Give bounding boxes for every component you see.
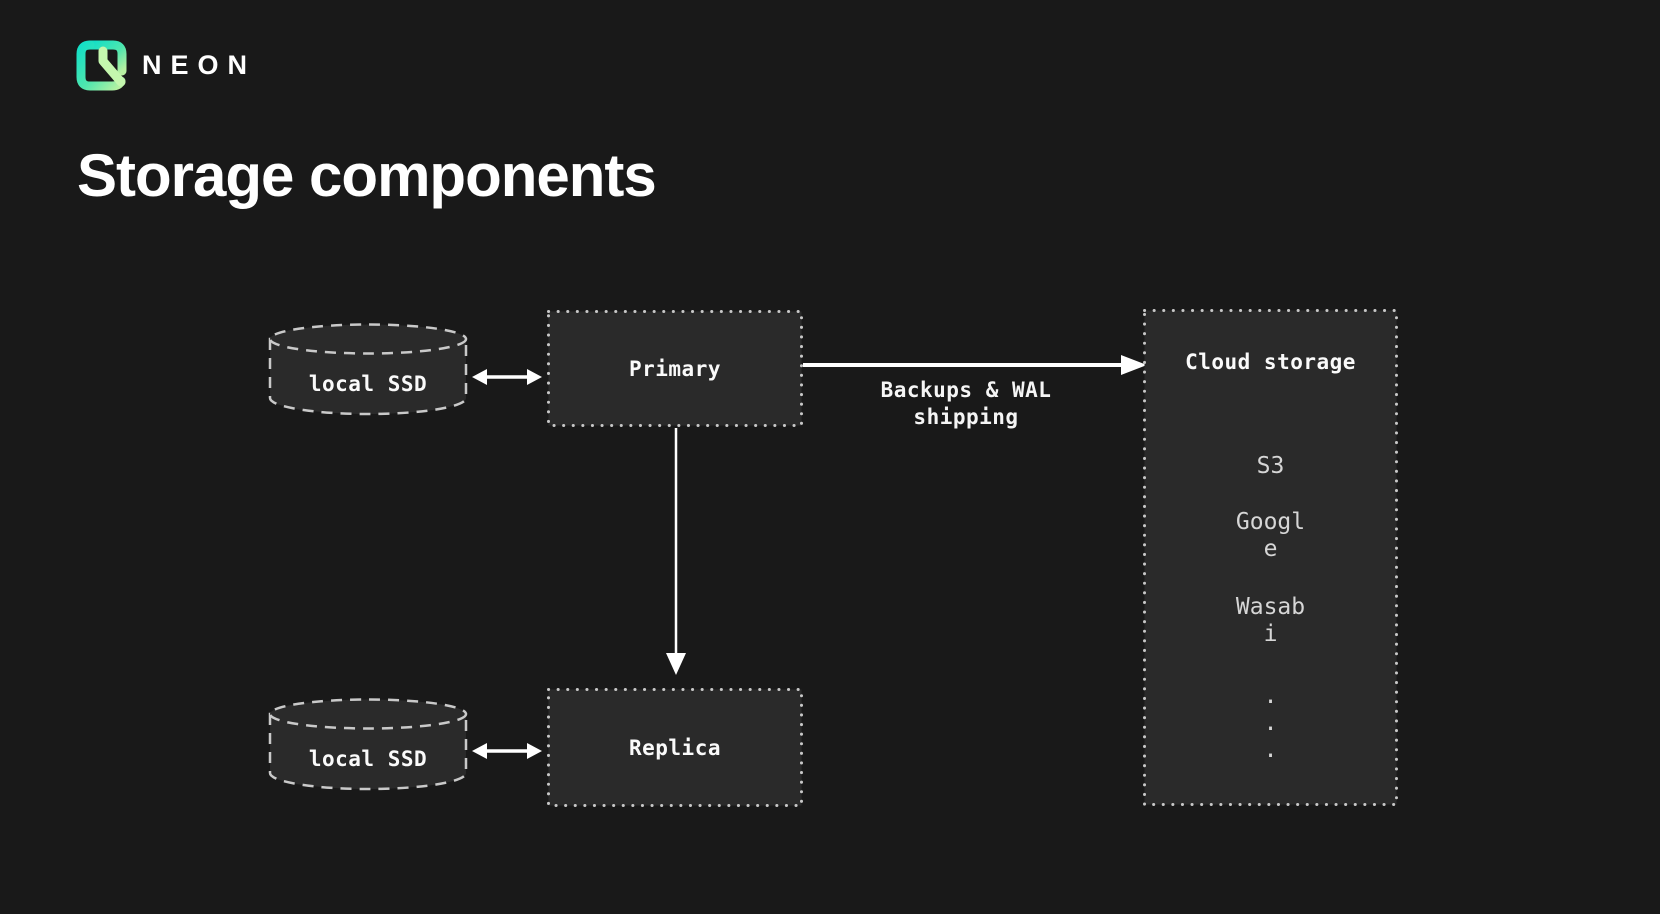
- cylinder-shape-icon: [268, 698, 468, 791]
- ssd-bottom-cylinder: local SSD: [268, 697, 468, 792]
- backups-label: Backups & WAL shipping: [851, 377, 1081, 431]
- neon-logo-icon: [76, 40, 127, 91]
- replica-label: Replica: [628, 735, 721, 760]
- ssd-top-cylinder: local SSD: [268, 322, 468, 417]
- arrow-right-backups-icon: [803, 352, 1148, 382]
- ellipsis-dot: .: [1263, 683, 1278, 709]
- double-arrow-ssd-primary-icon: [471, 366, 543, 392]
- cloud-ellipsis: . . .: [1264, 683, 1278, 764]
- page-title: Storage components: [77, 142, 657, 209]
- double-arrow-ssd-replica-icon: [471, 740, 543, 766]
- backups-label-line2: shipping: [913, 405, 1019, 429]
- ellipsis-dot: .: [1263, 710, 1278, 736]
- primary-label: Primary: [628, 356, 721, 381]
- cloud-storage-title: Cloud storage: [1185, 350, 1356, 374]
- cloud-item-wasabi: Wasabi: [1235, 594, 1306, 647]
- primary-box: Primary: [547, 310, 803, 427]
- arrow-down-primary-replica-icon: [663, 428, 689, 682]
- ellipsis-dot: .: [1263, 737, 1278, 763]
- cloud-item-google: Google: [1235, 509, 1306, 562]
- ssd-bottom-label: local SSD: [308, 747, 428, 771]
- cylinder-shape-icon: [268, 323, 468, 416]
- cloud-storage-box: Cloud storage S3 Google Wasabi . . .: [1143, 309, 1398, 806]
- replica-box: Replica: [547, 688, 803, 807]
- cloud-item-s3: S3: [1256, 453, 1285, 479]
- brand-wordmark: NEON: [142, 50, 257, 80]
- backups-label-line1: Backups & WAL: [880, 378, 1052, 402]
- brand: NEON: [76, 40, 256, 91]
- ssd-top-label: local SSD: [308, 372, 428, 396]
